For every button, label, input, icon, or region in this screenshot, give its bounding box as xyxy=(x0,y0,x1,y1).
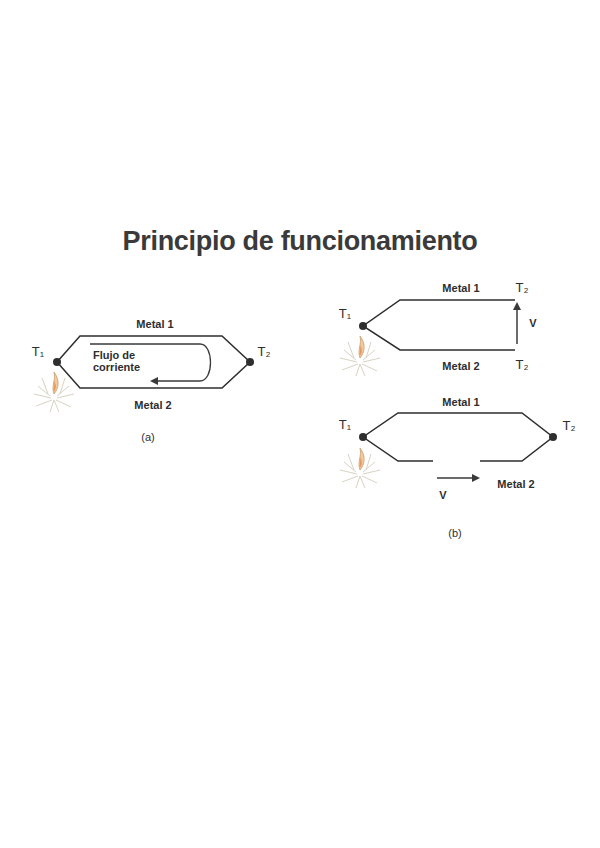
current-arrow xyxy=(90,344,211,381)
junction-dot xyxy=(359,322,367,330)
junction-dot xyxy=(549,433,557,441)
flame-icon xyxy=(34,372,74,412)
slide-title: Principio de funcionamiento xyxy=(123,227,478,257)
temperature-label: T₂ xyxy=(516,358,529,372)
metal-label: Metal 2 xyxy=(134,399,171,411)
figure-label: (b) xyxy=(448,527,461,539)
voltage-label: V xyxy=(529,317,536,329)
current-label: Flujo de corriente xyxy=(93,349,149,373)
circuit-a xyxy=(57,336,250,388)
voltage-arrow xyxy=(516,304,518,344)
flame-icon xyxy=(340,448,380,488)
metal-label: Metal 1 xyxy=(442,396,479,408)
junction-dot xyxy=(53,358,61,366)
metal-label: Metal 1 xyxy=(136,318,173,330)
flame-icon xyxy=(340,336,380,376)
temperature-label: T₁ xyxy=(339,307,351,321)
circuit-b-open xyxy=(363,300,515,350)
metal-label: Metal 1 xyxy=(442,282,479,294)
temperature-label: T₁ xyxy=(339,418,351,432)
temperature-label: T₁ xyxy=(32,345,44,359)
junction-dot xyxy=(246,358,254,366)
voltage-arrow xyxy=(437,477,478,479)
figure-label: (a) xyxy=(141,431,154,443)
temperature-label: T₂ xyxy=(516,281,529,295)
circuit-b-gap xyxy=(363,413,553,461)
junction-dot xyxy=(359,433,367,441)
voltage-label: V xyxy=(439,489,446,501)
metal-label: Metal 2 xyxy=(497,478,534,490)
temperature-label: T₂ xyxy=(563,419,576,433)
metal-label: Metal 2 xyxy=(442,360,479,372)
temperature-label: T₂ xyxy=(258,345,271,359)
